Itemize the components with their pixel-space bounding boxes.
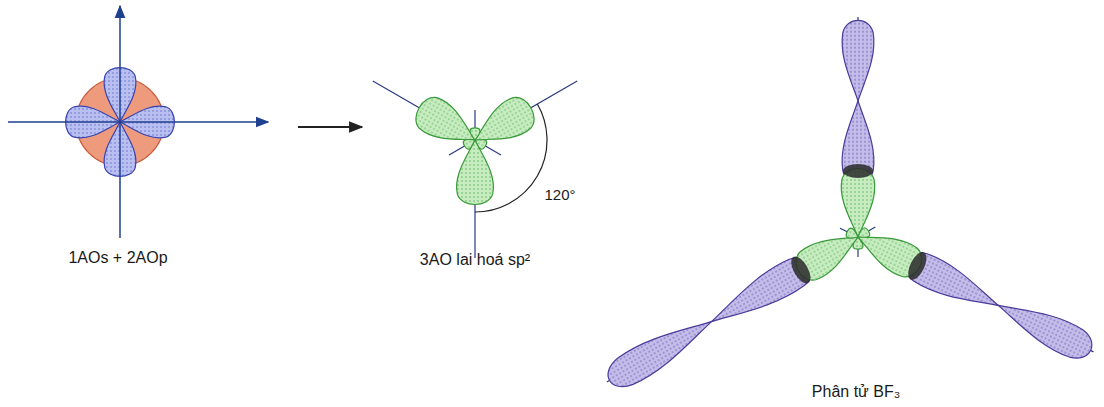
- axis-line: [298, 126, 362, 128]
- angle-label: 120°: [544, 186, 575, 204]
- sp2-hybrid-orbitals: [373, 81, 577, 258]
- axis-line: [8, 121, 268, 123]
- molecule-caption: Phân tử BF₃: [812, 382, 900, 401]
- orbital-caption: 1AOs + 2AOp: [68, 248, 167, 267]
- fluorine-p-lobe: [899, 246, 1005, 320]
- axis-line: [449, 81, 577, 155]
- bf3-molecule: [602, 17, 1098, 394]
- s-p-orbitals: [8, 6, 268, 238]
- boron-back-lobe: [845, 227, 860, 241]
- fluorine-p-lobe: [991, 291, 1097, 365]
- angle-arc: [475, 104, 547, 212]
- fluorine-p-lobe: [602, 308, 720, 394]
- orbital-overlap: [904, 249, 930, 282]
- fluorine-p-lobe: [842, 20, 874, 100]
- sp2-back-lobe: [470, 128, 480, 140]
- orbital-caption: 3AO lai hoá sp²: [420, 250, 530, 269]
- orbital-overlap: [843, 164, 873, 178]
- fluorine-p-lobe: [842, 101, 874, 184]
- axis-line: [119, 6, 121, 238]
- boron-sp2-lobe: [841, 168, 874, 237]
- axis-line: [373, 81, 501, 155]
- sp2-lobe: [457, 140, 494, 204]
- orbital-overlap: [787, 254, 814, 287]
- fluorine-p-lobe: [704, 250, 820, 336]
